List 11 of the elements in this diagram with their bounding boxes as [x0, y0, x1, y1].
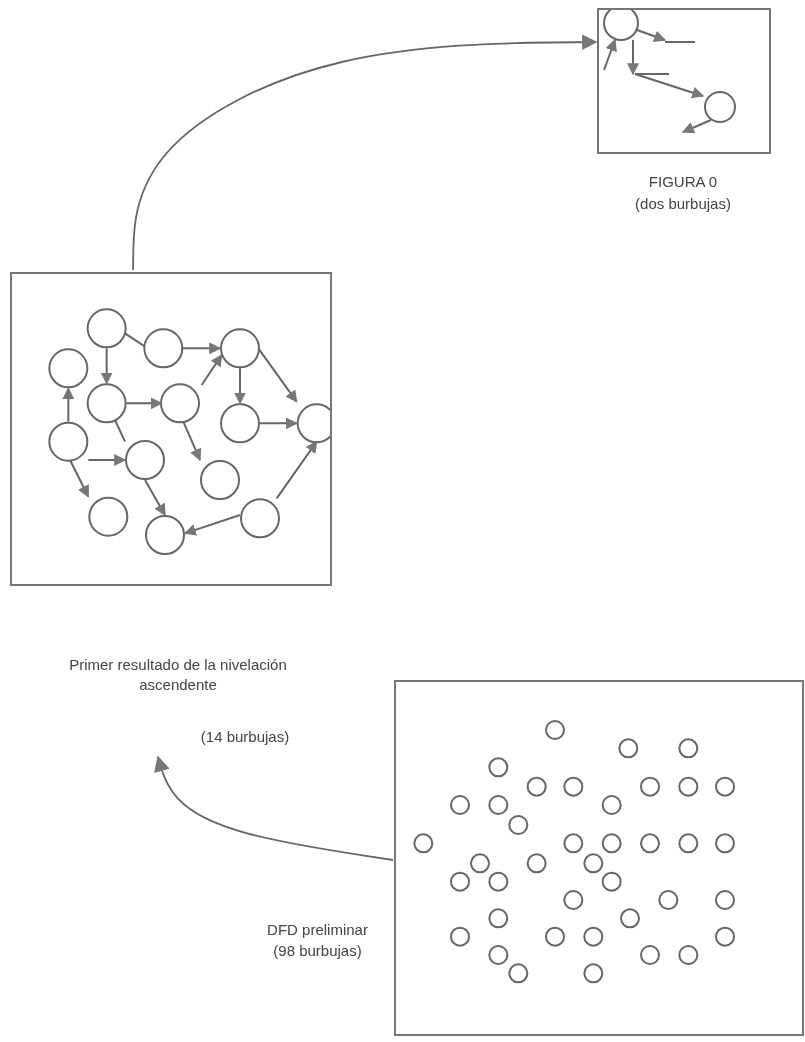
- diagram-panel: [10, 272, 332, 586]
- diagram-panel: [597, 8, 771, 154]
- node-label: DFD preliminar: [266, 920, 369, 940]
- caption: Primer resultado de la nivelación ascendente: [68, 655, 288, 695]
- arrow: [132, 34, 598, 271]
- node-label: (dos burbujas): [634, 194, 732, 214]
- arrow: [154, 755, 394, 861]
- node-label: FIGURA 0: [647, 172, 719, 192]
- node-label: (98 burbujas): [272, 941, 363, 961]
- caption: (14 burbujas): [199, 727, 291, 747]
- diagram-panel: [394, 680, 804, 1036]
